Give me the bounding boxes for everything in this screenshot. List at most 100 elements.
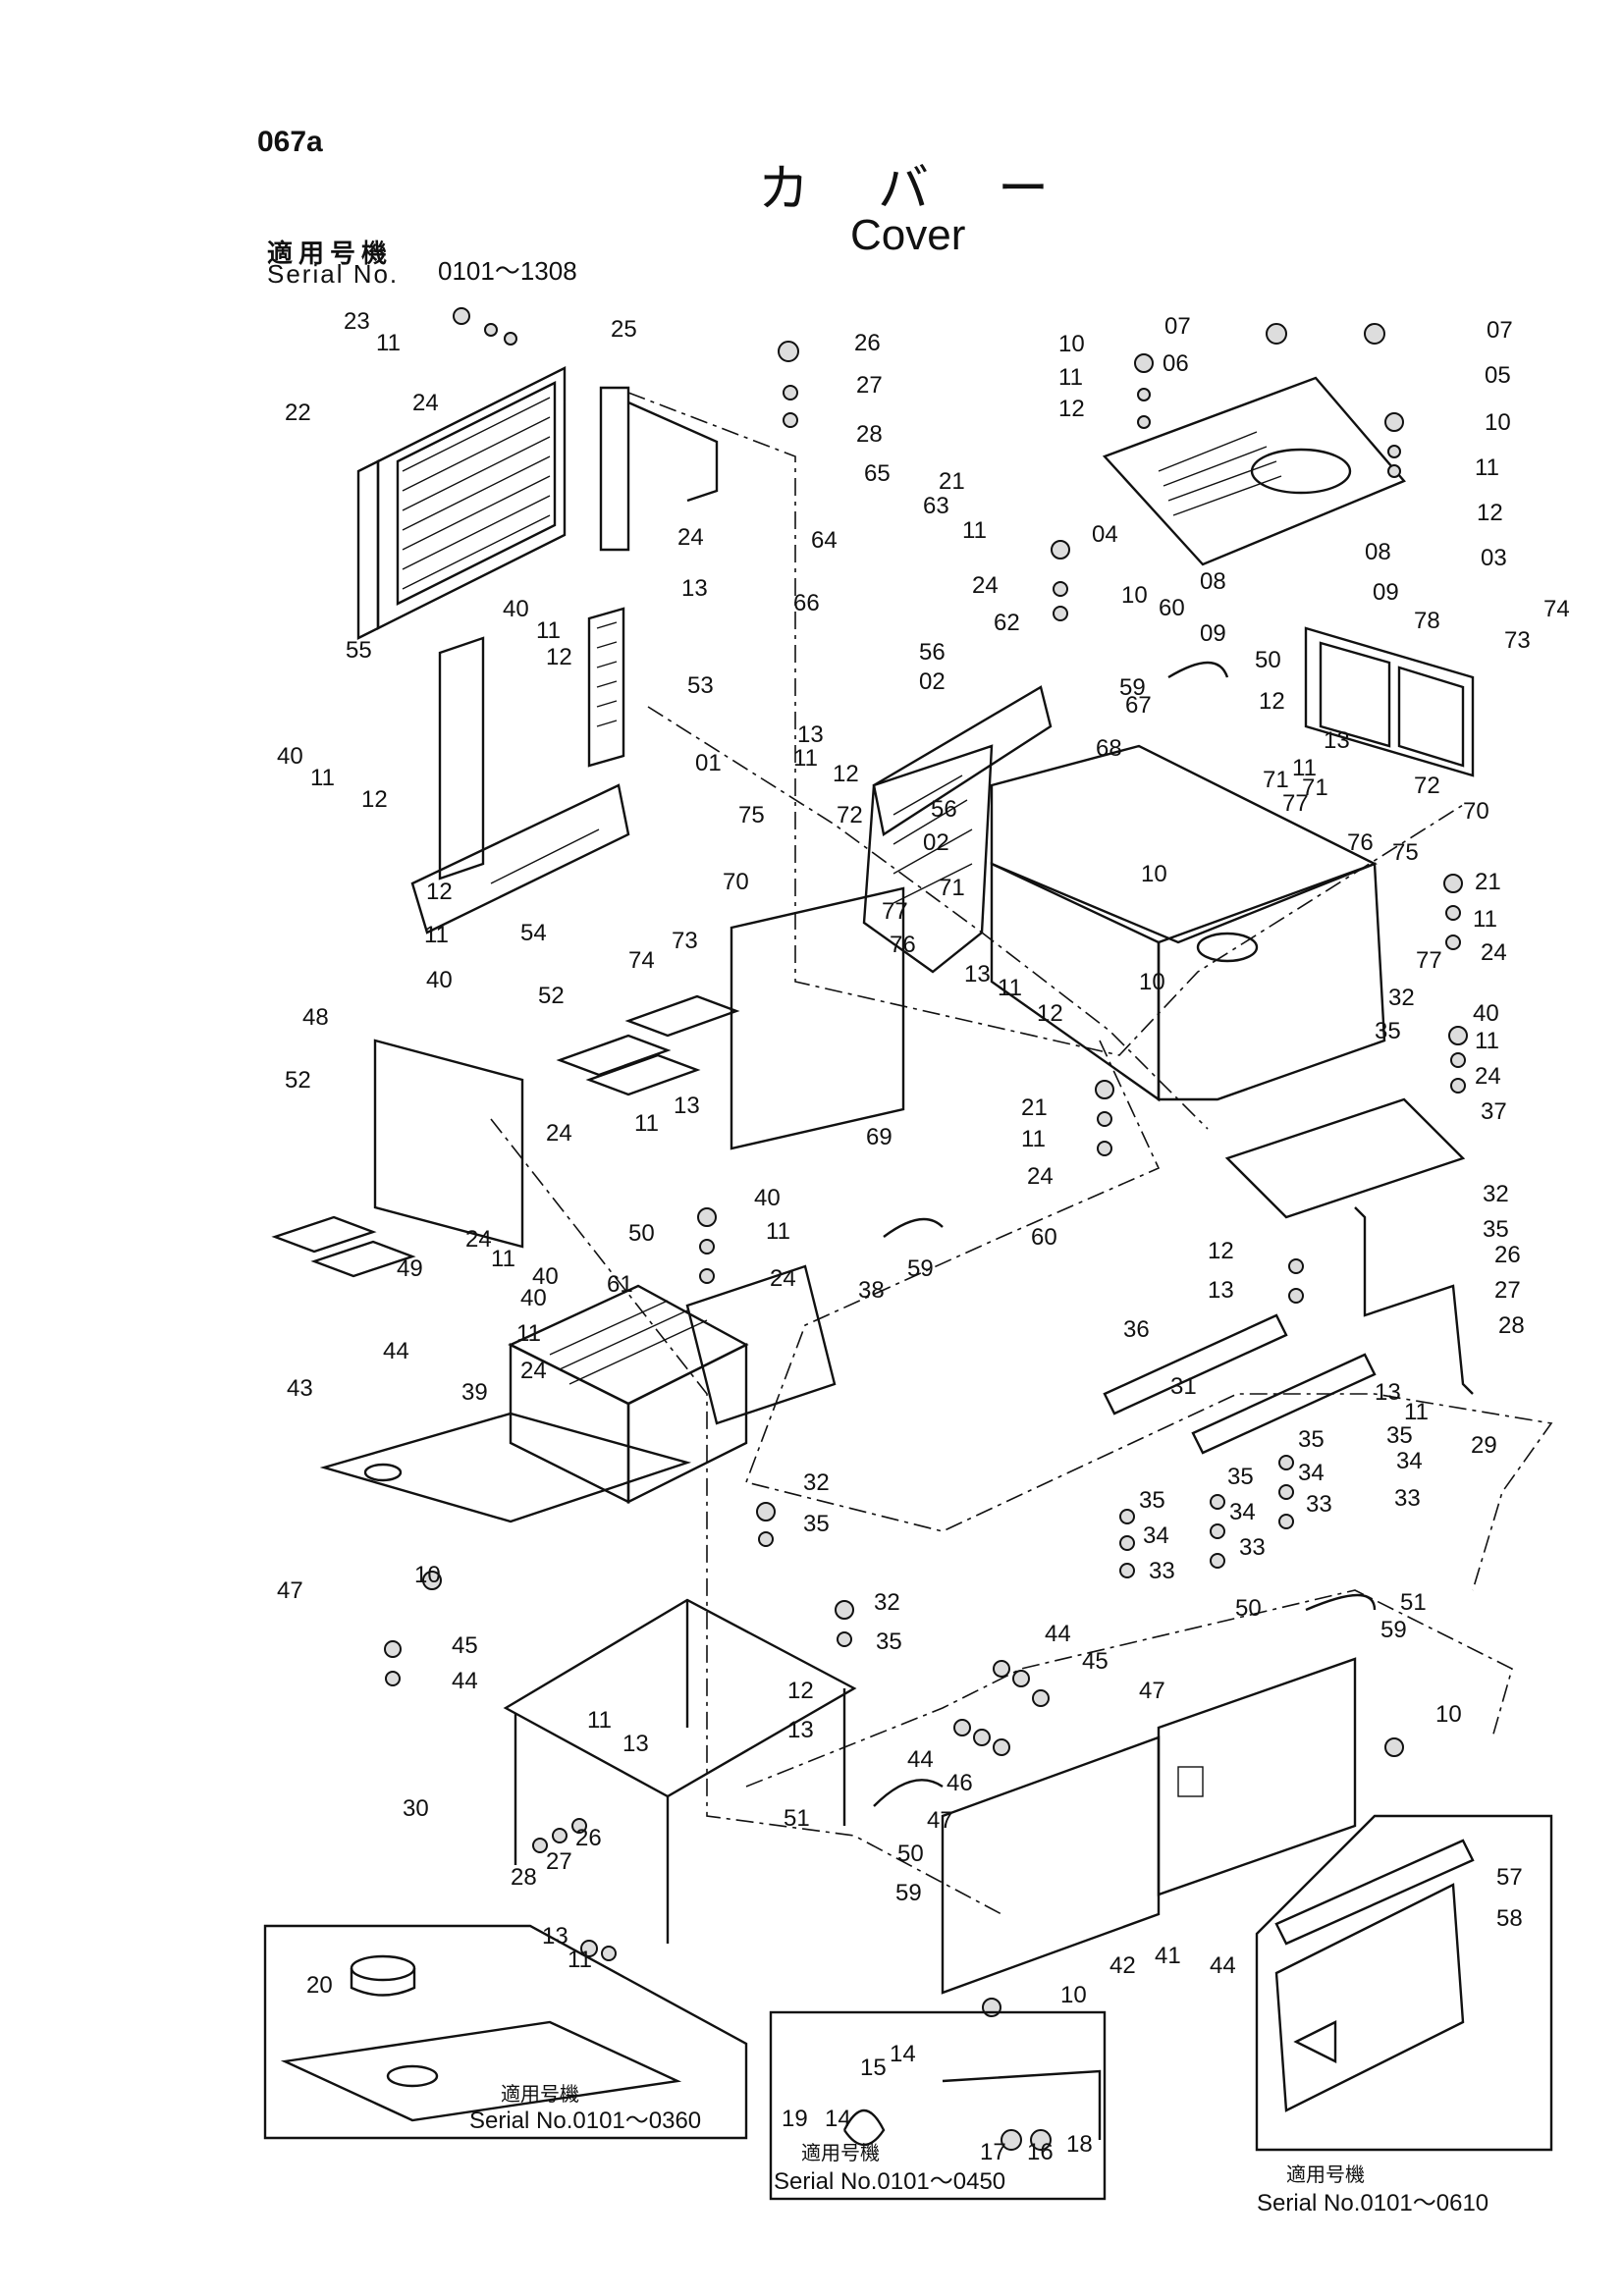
part-callout: 11 (536, 617, 561, 644)
part-callout: 24 (520, 1358, 547, 1384)
part-callout: 10 (1139, 969, 1165, 995)
part-callout: 11 (376, 330, 401, 356)
bracket-29 (1354, 1206, 1474, 1395)
part-callout: 02 (919, 668, 946, 695)
part-callout: 24 (770, 1265, 796, 1292)
part-callout: 33 (1394, 1485, 1421, 1512)
part-callout: 35 (803, 1511, 830, 1537)
page-title-japanese: カバー (758, 160, 1118, 219)
part-callout: 26 (575, 1825, 602, 1851)
page-code: 067a (257, 126, 323, 158)
part-callout: 77 (1282, 790, 1309, 817)
part-callout: 12 (361, 786, 388, 813)
part-callout: 09 (1200, 620, 1226, 647)
seal-53 (587, 607, 625, 768)
part-callout: 11 (1058, 364, 1083, 391)
part-callout: 67 (1125, 692, 1152, 719)
part-callout: 47 (927, 1807, 953, 1834)
part-callout: 37 (1481, 1098, 1507, 1125)
part-callout: 23 (344, 308, 370, 335)
part-callout: 44 (1045, 1621, 1071, 1647)
part-callout: 24 (412, 390, 439, 416)
part-callout: 34 (1298, 1460, 1325, 1486)
cover-43 (319, 1412, 692, 1523)
part-callout: 72 (1414, 773, 1440, 799)
part-callout: 40 (754, 1185, 781, 1211)
part-callout: 10 (1485, 409, 1511, 436)
part-callout: 52 (285, 1067, 311, 1094)
part-callout: 51 (1400, 1589, 1427, 1616)
part-callout: 40 (520, 1285, 547, 1311)
part-callout: 35 (876, 1629, 902, 1655)
part-callout: 50 (628, 1220, 655, 1247)
part-callout: 71 (1263, 767, 1289, 793)
callout-layer: 2311242522241326272865636421112466625602… (277, 308, 1570, 2165)
part-callout: 28 (511, 1864, 537, 1891)
part-callout: 34 (1396, 1448, 1423, 1474)
part-callout: 52 (538, 983, 565, 1009)
part-callout: 35 (1139, 1487, 1165, 1514)
part-callout: 47 (277, 1577, 303, 1604)
part-callout: 11 (1475, 1028, 1499, 1054)
part-callout: 11 (634, 1110, 659, 1137)
part-callout: 12 (426, 879, 453, 905)
frame-30 (503, 1598, 857, 1944)
part-callout: 11 (1475, 454, 1499, 481)
bracket-31 (1191, 1353, 1377, 1455)
part-callout: 48 (302, 1004, 329, 1031)
part-callout: 75 (738, 802, 765, 828)
part-callout: 32 (1388, 985, 1415, 1011)
part-callout: 40 (503, 596, 529, 622)
part-callout: 71 (939, 875, 965, 901)
part-callout: 14 (890, 2041, 916, 2067)
part-callout: 35 (1298, 1426, 1325, 1453)
part-callout: 07 (1487, 317, 1513, 344)
serial-range: 0101～1308 (438, 256, 577, 286)
part-callout: 76 (1347, 829, 1374, 856)
serial-label-english: Serial No. (267, 259, 400, 289)
door-41 (1157, 1657, 1357, 1896)
inset-2-serial-label: 適用号機 (801, 2141, 880, 2164)
bracket-36 (1103, 1313, 1288, 1415)
part-callout: 12 (1259, 688, 1285, 715)
part-callout: 30 (403, 1795, 429, 1822)
part-callout: 32 (874, 1589, 900, 1616)
part-callout: 74 (1543, 596, 1570, 622)
part-callout: 40 (1473, 1000, 1499, 1027)
part-callout: 50 (897, 1841, 924, 1867)
part-callout: 10 (1435, 1701, 1462, 1728)
part-callout: 49 (397, 1255, 423, 1282)
handle-50 (873, 661, 1377, 1807)
top-cover-03 (1102, 376, 1406, 566)
plate-38 (685, 1264, 837, 1425)
cover-39 (508, 1284, 749, 1504)
part-callout: 45 (452, 1632, 478, 1659)
part-callout: 40 (532, 1263, 559, 1290)
part-callout: 33 (1239, 1534, 1266, 1561)
part-callout: 12 (833, 761, 859, 787)
seal-55 (438, 636, 485, 881)
part-callout: 24 (465, 1226, 492, 1253)
part-callout: 35 (1483, 1216, 1509, 1243)
part-callout: 11 (516, 1320, 541, 1347)
part-callout: 44 (907, 1746, 934, 1773)
part-callout: 08 (1365, 539, 1391, 565)
part-callout: 53 (687, 672, 714, 699)
part-callout: 12 (546, 644, 572, 670)
part-callout: 31 (1170, 1373, 1197, 1400)
part-callout: 12 (1037, 1000, 1063, 1027)
part-callout: 15 (860, 2055, 887, 2081)
part-callout: 11 (998, 975, 1022, 1001)
part-callout: 10 (414, 1562, 441, 1588)
part-callout: 35 (1375, 1018, 1401, 1044)
part-callout: 02 (923, 829, 949, 856)
part-callout: 10 (1060, 1982, 1087, 2008)
part-callout: 50 (1235, 1595, 1262, 1622)
part-callout: 46 (947, 1770, 973, 1796)
part-callout: 11 (587, 1707, 612, 1734)
part-callout: 13 (797, 721, 824, 748)
part-callout: 28 (1498, 1312, 1525, 1339)
part-callout: 61 (607, 1271, 633, 1298)
part-callout: 21 (1475, 869, 1501, 895)
part-callout: 21 (1021, 1095, 1048, 1121)
